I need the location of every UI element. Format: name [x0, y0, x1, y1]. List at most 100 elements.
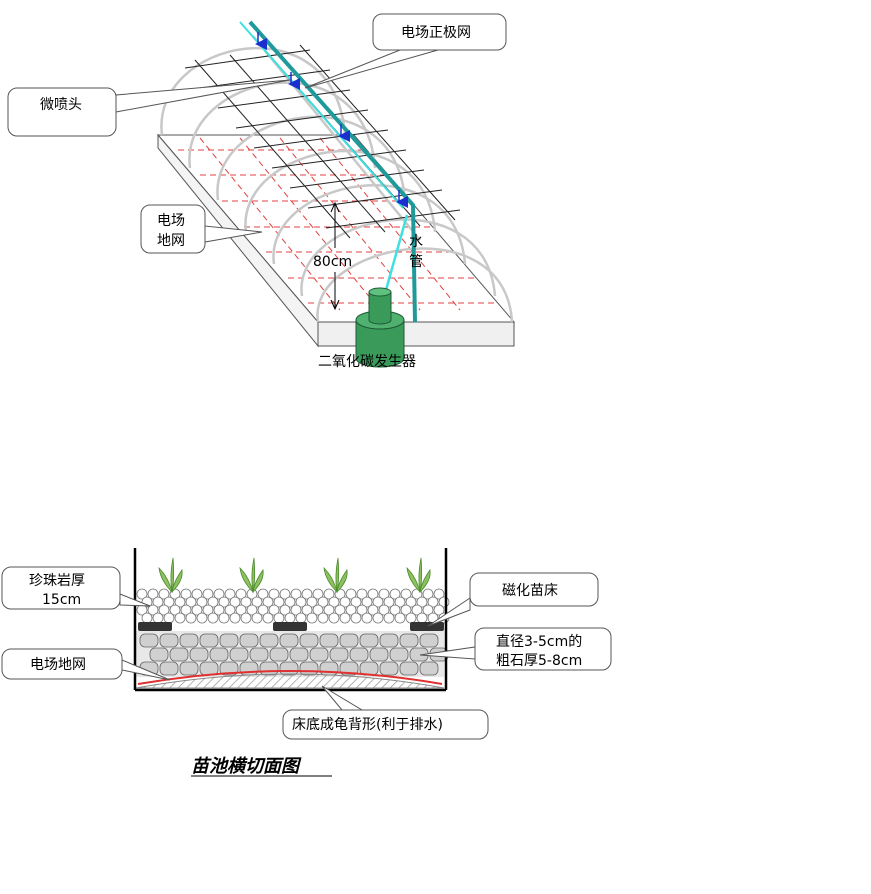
ground-net-section-label: 电场地网: [30, 657, 86, 673]
perlite-bead: [405, 596, 417, 608]
gravel-stone: [219, 633, 239, 648]
seedling-leaf: [323, 566, 338, 594]
perlite-bead: [328, 596, 340, 608]
gravel-stone: [299, 633, 319, 648]
seedling-leaf: [170, 557, 175, 593]
gravel-stone: [199, 633, 219, 648]
perlite-bead: [257, 604, 269, 616]
perlite-bead: [295, 596, 307, 608]
gravel-stone: [259, 661, 279, 676]
gravel-stone: [379, 633, 399, 648]
gravel-stone: [329, 647, 349, 662]
perlite-bead: [163, 596, 175, 608]
perlite-bead: [367, 604, 379, 616]
perlite-bead: [416, 596, 428, 608]
perlite-bead: [400, 588, 412, 600]
perlite-bead: [163, 612, 175, 624]
callout-magnetic-bed: 磁化苗床: [427, 572, 599, 627]
perlite-bead: [262, 596, 274, 608]
perlite-bead: [334, 604, 346, 616]
perlite-bead: [207, 596, 219, 608]
perlite-bead: [290, 604, 302, 616]
magnet-bar-2: [273, 622, 307, 631]
callout-gravel: 直径3-5cm的 粗石厚5-8cm: [419, 627, 612, 671]
seedling-leaf: [171, 568, 183, 594]
gravel-stone: [249, 647, 269, 662]
perlite-bead: [378, 604, 390, 616]
perlite-bead: [361, 596, 373, 608]
callout-ground-net: 电场 地网: [140, 204, 263, 254]
perlite-bead: [301, 604, 313, 616]
ground-electric-grid: [178, 137, 498, 311]
seedling-leaf: [418, 557, 423, 593]
gravel-stone: [189, 647, 209, 662]
perlite-bead: [394, 596, 406, 608]
perlite-bead: [213, 588, 225, 600]
perlite-bead: [328, 612, 340, 624]
gravel-stone: [359, 633, 379, 648]
perlite-bead: [196, 596, 208, 608]
water-pipe: [239, 20, 417, 323]
perlite-bead: [218, 596, 230, 608]
perlite-bead: [422, 588, 434, 600]
perlite-bead: [202, 588, 214, 600]
cross-section-title: 苗池横切面图: [191, 756, 302, 777]
seedling: [158, 557, 183, 594]
ground-net-label-1: 电场: [157, 213, 185, 229]
perlite-bead: [372, 596, 384, 608]
gravel-layer: [139, 633, 449, 676]
water-pipe-label-2: 管: [409, 254, 423, 270]
perlite-bead: [400, 604, 412, 616]
gravel-stone: [399, 661, 419, 676]
callout-bed-bottom: 床底成龟背形(利于排水): [282, 685, 489, 740]
perlite-bead: [174, 612, 186, 624]
perlite-bead: [350, 612, 362, 624]
gravel-stone: [269, 647, 289, 662]
perlite-bead: [422, 604, 434, 616]
callout-micro-sprinkler: 微喷头: [7, 79, 291, 137]
perlite-bead: [158, 588, 170, 600]
gravel-stone: [279, 661, 299, 676]
perlite-bead: [306, 596, 318, 608]
gravel-stone: [139, 633, 159, 648]
callout-ground-net-section: 电场地网: [1, 648, 171, 681]
gravel-stone: [149, 647, 169, 662]
micro-sprinkler-label: 微喷头: [40, 97, 82, 113]
perlite-bead: [411, 604, 423, 616]
perlite-bead: [240, 612, 252, 624]
perlite-bead: [372, 612, 384, 624]
perlite-bead: [152, 612, 164, 624]
greenhouse-base: [156, 133, 516, 348]
gravel-stone: [179, 633, 199, 648]
perlite-bead: [323, 604, 335, 616]
gravel-stone: [309, 647, 329, 662]
gravel-stone: [239, 633, 259, 648]
perlite-bead: [427, 596, 439, 608]
callout-perlite: 珍珠岩厚 15cm: [1, 566, 151, 610]
perlite-bead: [207, 612, 219, 624]
gravel-stone: [229, 647, 249, 662]
perlite-bead: [323, 588, 335, 600]
gravel-stone: [209, 647, 229, 662]
perlite-bead: [185, 596, 197, 608]
gravel-stone: [259, 633, 279, 648]
seedbed-cross-section: 珍珠岩厚 15cm 磁化苗床 电场地网 直径3-5cm的 粗石厚5-8cm 床底…: [1, 548, 612, 777]
perlite-bead: [284, 596, 296, 608]
perlite-bead: [224, 604, 236, 616]
magnetic-bars: [138, 622, 444, 631]
perlite-bead: [301, 588, 313, 600]
perlite-bead: [345, 588, 357, 600]
water-pipe-label-1: 水: [409, 234, 423, 250]
seedling-leaf: [406, 566, 421, 594]
gravel-stone: [299, 661, 319, 676]
perlite-bead: [262, 612, 274, 624]
perlite-bead: [389, 588, 401, 600]
perlite-bead: [251, 596, 263, 608]
perlite-bead: [246, 604, 258, 616]
perlite-bead: [152, 596, 164, 608]
perlite-bead: [268, 604, 280, 616]
seedlings: [158, 557, 431, 594]
gravel-stone: [339, 633, 359, 648]
gravel-stone: [369, 647, 389, 662]
